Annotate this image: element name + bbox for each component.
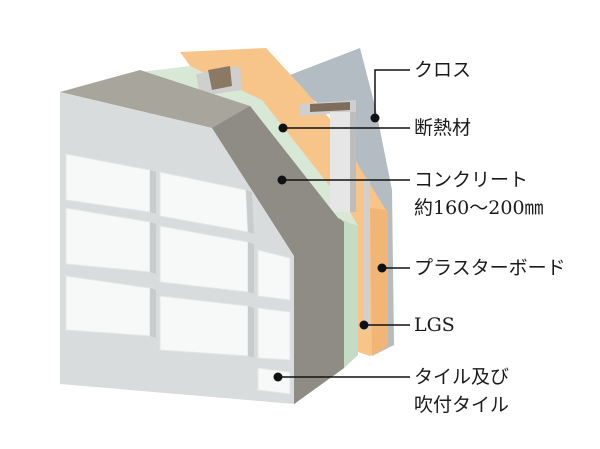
tile-shadows [150, 170, 254, 358]
label-plasterboard: プラスターボード [414, 257, 566, 279]
label-tile-line1: タイル及び [414, 366, 510, 388]
label-lgs: LGS [414, 314, 455, 336]
cross-layer [282, 48, 394, 356]
label-cross: クロス [414, 59, 472, 81]
leader-lines [278, 69, 410, 378]
tiles [65, 153, 291, 395]
label-concrete: コンクリート [414, 169, 529, 191]
concrete-side-main [212, 106, 344, 404]
plasterboard-edge [370, 208, 388, 356]
label-insulation: 断熱材 [414, 117, 472, 139]
label-concrete-thickness: 約160〜200㎜ [414, 197, 544, 219]
insulation-edge [342, 220, 358, 368]
leader-markers [273, 113, 387, 382]
label-tile-line2: 吹付タイル [414, 394, 510, 416]
